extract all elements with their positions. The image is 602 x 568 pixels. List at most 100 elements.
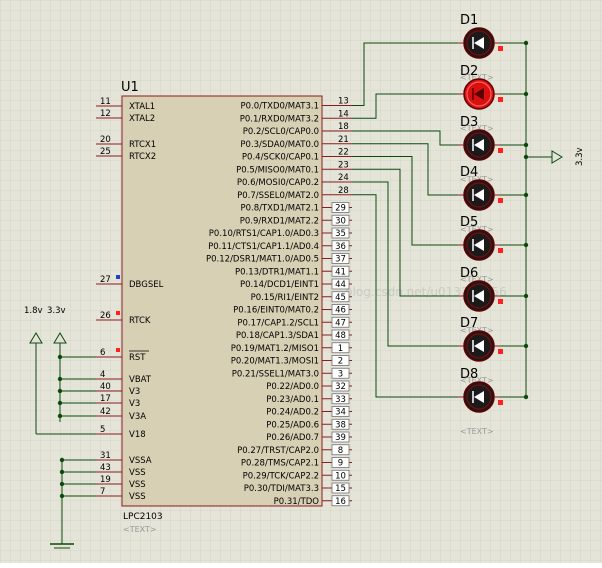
pin-number: 2 [338, 357, 343, 367]
led-d8[interactable]: D8<TEXT> [458, 367, 503, 436]
wire-junction [59, 481, 65, 487]
led-ring [466, 30, 492, 56]
wire-junction [57, 376, 63, 382]
pin-number: 40 [100, 382, 111, 392]
led-ref: D5 [460, 215, 478, 230]
pin-marker [116, 275, 120, 279]
wire-junction [59, 457, 65, 463]
pin-number: 32 [335, 382, 346, 392]
pin-terminal [331, 265, 350, 277]
pin-number: 36 [335, 242, 346, 252]
pin-number: 16 [335, 497, 346, 507]
led-ring [466, 132, 492, 158]
pin-number: 47 [335, 318, 346, 328]
wire-junction [523, 40, 529, 46]
led-d7[interactable]: D7<TEXT> [458, 316, 503, 385]
wire-junction [523, 343, 529, 349]
pin-name: P0.11/CTS1/CAP1.1/AD0.4 [208, 242, 319, 252]
pin-name: RST [129, 353, 146, 363]
pin-name: RTCX2 [129, 152, 156, 162]
pin-number: 27 [100, 275, 111, 285]
pin-terminal [331, 393, 350, 405]
chip-body[interactable] [121, 95, 323, 507]
pin-name: VSS [129, 480, 146, 490]
pin-number: 39 [335, 433, 346, 443]
pin-name: P0.19/MAT1.2/MISO1 [231, 344, 319, 354]
pin-number: 4 [100, 370, 105, 380]
pin-number: 9 [338, 459, 343, 469]
pin-number: 5 [100, 425, 105, 435]
pin-number: 12 [100, 109, 111, 119]
led-d2[interactable]: D2<TEXT> [458, 64, 503, 133]
pin-marker [116, 311, 120, 315]
pin-number: 43 [100, 463, 111, 473]
pin-number: 8 [338, 446, 343, 456]
pin-terminal [331, 227, 350, 239]
led-d5[interactable]: D5 <TEXT> [458, 215, 503, 284]
pin-name: P0.21/SSEL1/MAT3.0 [232, 369, 319, 379]
led-d1[interactable]: D1<TEXT> [458, 13, 503, 82]
led-text-placeholder: <TEXT> [460, 124, 494, 133]
pin-name: P0.15/RI1/EINT2 [251, 293, 319, 303]
pin-terminal [331, 291, 350, 303]
pin-number: 46 [335, 306, 346, 316]
pin-terminal [331, 367, 350, 379]
led-text-placeholder: <TEXT> [460, 275, 494, 284]
pin-number: 26 [100, 311, 111, 321]
pin-number: 29 [335, 204, 346, 214]
pin-number: 34 [335, 408, 346, 418]
pin-terminal [331, 316, 350, 328]
pin-terminal [331, 214, 350, 226]
right-pin-36[interactable]: P0.11/CTS1/CAP1.1/AD0.4 36 [208, 240, 352, 252]
wire-junction [523, 293, 529, 299]
led-marker [498, 148, 503, 153]
